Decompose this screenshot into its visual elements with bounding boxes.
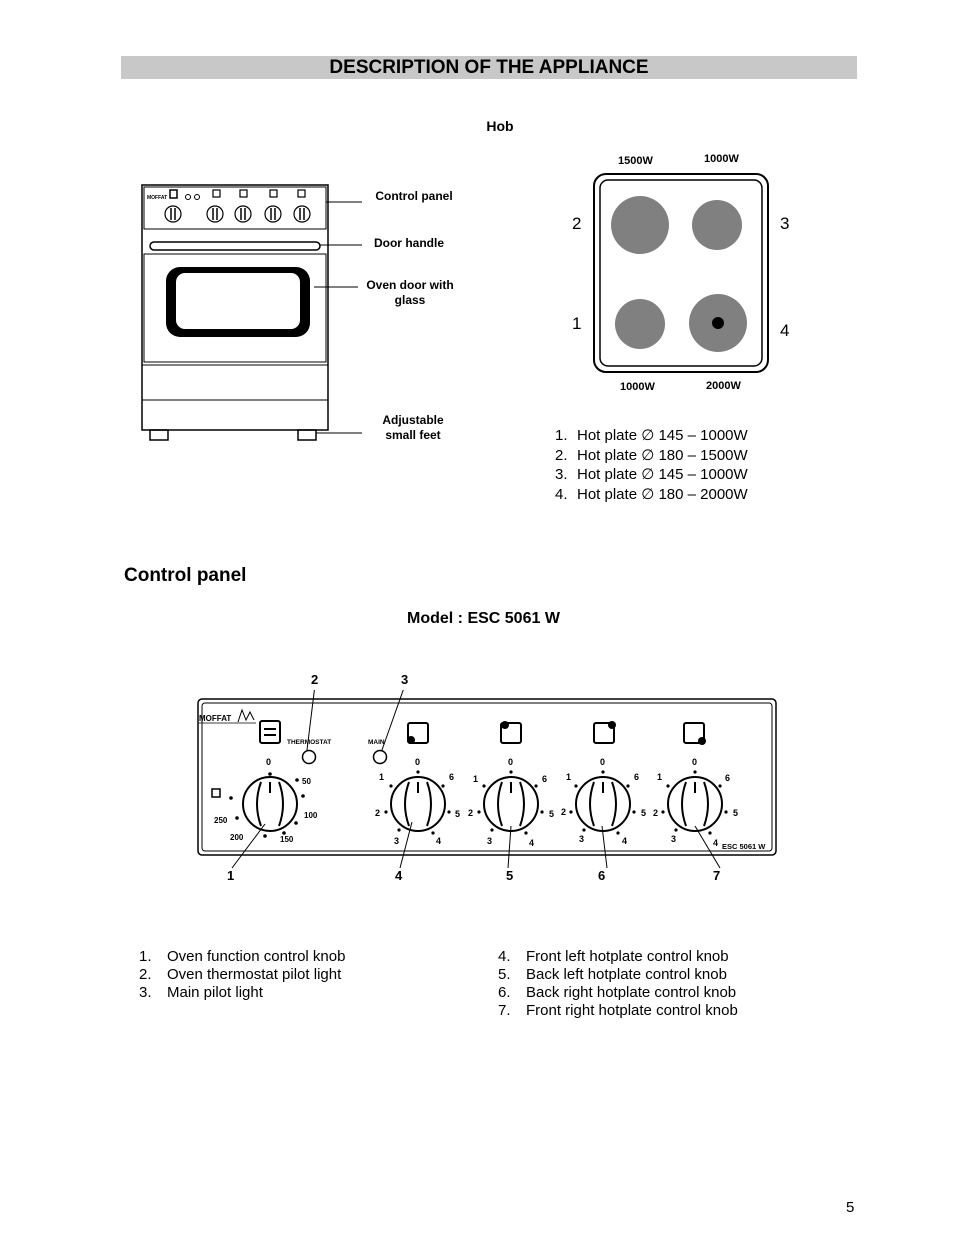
hotplate-2-circle [611,196,669,254]
control-panel-heading: Control panel [124,565,247,586]
hp3-scale-1: 1 [566,772,571,782]
back-left-hotplate-knob [483,776,539,832]
main-label: MAIN [368,739,385,746]
callout-5: 5 [506,868,514,883]
label-control-panel: Control panel [375,189,453,203]
list-item: 6.Back right hotplate control knob [498,984,737,1001]
hp1-scale-5: 5 [455,809,460,819]
hp2-scale-4: 4 [529,838,534,848]
callout-6: 6 [598,868,606,883]
oven-light-icon [211,788,221,798]
hp1-scale-3: 3 [394,836,399,846]
panel-model-code: ESC 5061 W [722,842,766,851]
list-item: 5.Back left hotplate control knob [498,966,727,983]
list-item: 4.Hot plate ∅ 180 – 2000W [555,485,748,503]
hp2-scale-2: 2 [468,808,473,818]
hp4-scale-6: 6 [725,773,730,783]
callout-7: 7 [713,868,721,883]
callout-4: 4 [395,868,403,883]
label-door-handle: Door handle [373,236,444,250]
callout-2: 2 [311,672,319,687]
list-item: 2.Oven thermostat pilot light [139,966,342,983]
hotplate-3-circle [692,200,742,250]
hp4-scale-1: 1 [657,772,662,782]
back-right-hotplate-knob [575,776,631,832]
main-pilot-light [372,749,388,765]
list-item: 3.Hot plate ∅ 145 – 1000W [555,466,748,483]
hp2-scale-3: 3 [487,836,492,846]
front-left-hotplate-knob [390,776,446,832]
front-right-hotplate-knob [667,776,723,832]
hob-num-4: 4 [780,321,790,340]
oven-scale-250: 250 [214,816,228,825]
legend-right: 4.Front left hotplate control knob 5.Bac… [498,948,738,1020]
panel-brand: MOFFAT [199,714,231,723]
hp1-scale-0: 0 [415,757,420,767]
svg-text:MOFFAT: MOFFAT [147,195,167,201]
hp2-scale-0: 0 [508,757,513,767]
oven-scale-0: 0 [266,757,271,767]
hob-heading: Hob [486,118,514,134]
control-panel-diagram: MOFFAT THERMOSTAT MAIN 0 50 100 150 200 … [197,690,777,869]
appliance-illustration: MOFFAT [141,184,362,441]
oven-scale-100: 100 [304,811,318,820]
oven-scale-200: 200 [230,833,244,842]
hob-num-1: 1 [572,314,582,333]
hp3-scale-2: 2 [561,807,566,817]
hotplate-list: 1.Hot plate ∅ 145 – 1000W 2.Hot plate ∅ … [555,426,748,504]
list-item: 1.Oven function control knob [139,948,346,965]
legend-left: 1.Oven function control knob 2.Oven ther… [139,948,345,1002]
watt-bottom-left: 1000W [620,381,655,393]
hp1-scale-4: 4 [436,836,441,846]
hp2-scale-6: 6 [542,774,547,784]
hp3-scale-0: 0 [600,757,605,767]
page-number: 5 [846,1199,855,1216]
thermostat-pilot-light [301,749,317,765]
list-item: 3.Main pilot light [139,984,263,1001]
hp4-scale-3: 3 [671,834,676,844]
hp1-scale-1: 1 [379,772,384,782]
watt-top-left: 1500W [618,155,653,167]
oven-scale-50: 50 [302,777,311,786]
hob-num-3: 3 [780,214,790,233]
callout-1: 1 [227,868,235,883]
hp2-scale-1: 1 [473,774,478,784]
label-oven-door: Oven door with glass [366,278,454,307]
model-heading: Model : ESC 5061 W [407,610,560,627]
hp4-scale-4: 4 [713,838,718,848]
hp4-scale-2: 2 [653,808,658,818]
section-title: DESCRIPTION OF THE APPLIANCE [121,56,857,79]
hob-diagram [593,173,769,373]
list-item: 7.Front right hotplate control knob [498,1002,738,1019]
watt-bottom-right: 2000W [706,380,741,392]
hp4-scale-0: 0 [692,757,697,767]
hp3-scale-4: 4 [622,836,627,846]
list-item: 4.Front left hotplate control knob [498,948,729,965]
hp3-scale-3: 3 [579,834,584,844]
oven-function-knob [242,776,298,832]
hp4-scale-5: 5 [733,808,738,818]
hob-num-2: 2 [572,214,582,233]
hp1-scale-6: 6 [449,772,454,782]
hotplate-1-circle [615,299,665,349]
callout-3: 3 [401,672,409,687]
label-adjustable-feet: Adjustable small feet [382,413,444,442]
hp3-scale-5: 5 [641,808,646,818]
hp2-scale-5: 5 [549,809,554,819]
list-item: 2.Hot plate ∅ 180 – 1500W [555,446,748,464]
list-item: 1.Hot plate ∅ 145 – 1000W [555,427,748,444]
oven-scale-150: 150 [280,835,294,844]
thermostat-label: THERMOSTAT [287,739,331,746]
hp1-scale-2: 2 [375,808,380,818]
hp3-scale-6: 6 [634,772,639,782]
watt-top-right: 1000W [704,153,739,165]
